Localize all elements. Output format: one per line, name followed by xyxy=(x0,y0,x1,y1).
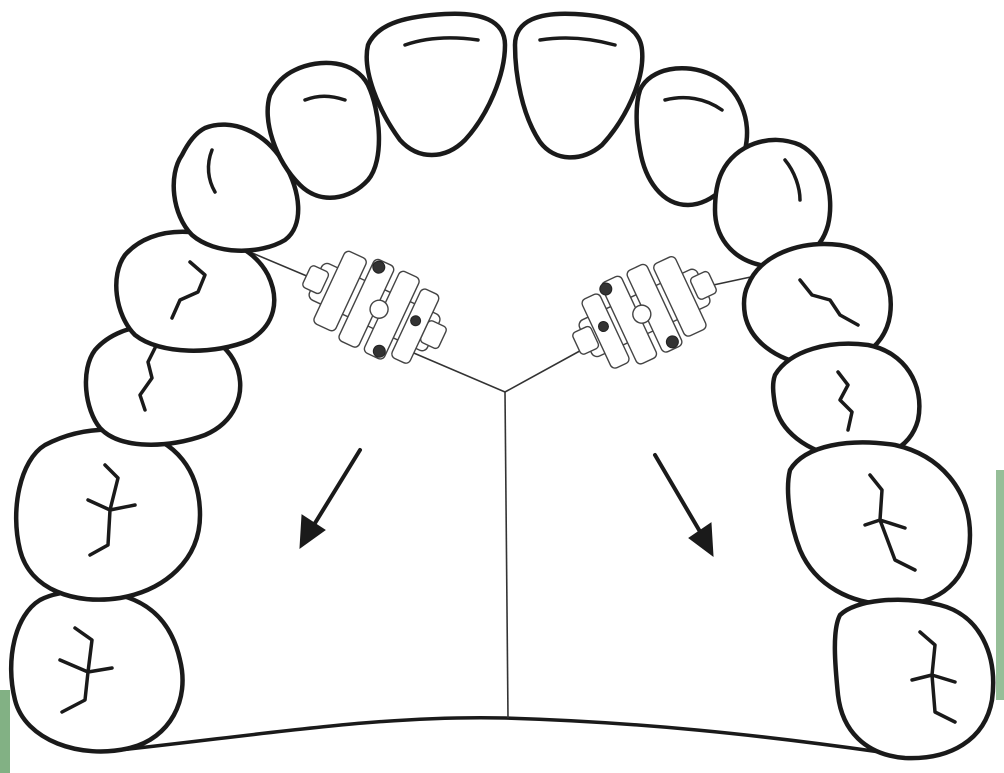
teeth-right xyxy=(515,14,993,758)
expansion-screw-icon xyxy=(558,240,732,385)
tooth-icon xyxy=(515,14,642,158)
arrow-icon xyxy=(655,455,713,556)
teeth-left xyxy=(11,14,505,752)
palate-posterior-border xyxy=(120,718,880,752)
edge-tint-left xyxy=(0,690,10,773)
tooth-icon xyxy=(788,442,970,605)
expansion-screw-icon xyxy=(288,235,462,380)
edge-tint-right xyxy=(996,470,1004,700)
arrow-icon xyxy=(300,450,360,548)
tooth-icon xyxy=(367,14,505,155)
